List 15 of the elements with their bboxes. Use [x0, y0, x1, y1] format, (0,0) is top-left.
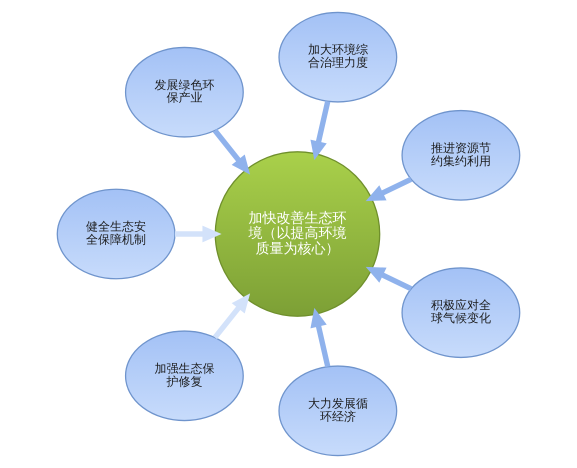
arrow [175, 226, 222, 242]
arrow [366, 266, 412, 292]
arrow [310, 100, 330, 160]
arrow [366, 176, 412, 202]
node-circle: 加快改善生态环境（以提高环境质量为核心） [214, 151, 380, 317]
arrow [212, 128, 250, 175]
arrow [310, 308, 330, 368]
node-ellipse: 加大环境综合治理力度 [278, 12, 398, 103]
node-ellipse: 健全生态安全保障机制 [56, 188, 176, 280]
node-ellipse: 加强生态保护修复 [124, 330, 244, 422]
node-ellipse: 大力发展循环经济 [278, 365, 398, 456]
node-ellipse: 积极应对全球气候变化 [401, 267, 520, 358]
node-ellipse: 推进资源节约集约利用 [401, 110, 520, 201]
node-ellipse: 发展绿色环保产业 [124, 46, 244, 138]
arrow [212, 293, 250, 340]
